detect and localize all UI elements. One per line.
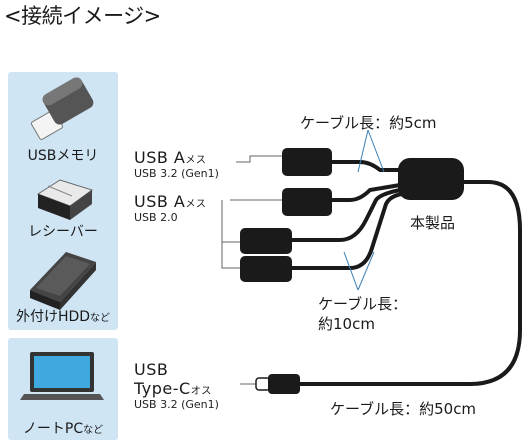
port2-label: USB Aメス USB 2.0 [134, 192, 206, 224]
laptop-label: ノートPCなど [9, 418, 117, 438]
port1-label: USB Aメス USB 3.2 (Gen1) [134, 148, 219, 180]
typec-title-suffix: オス [190, 386, 212, 397]
usb-memory-label: USBメモリ [27, 148, 99, 164]
usb-a-port-4 [240, 256, 292, 282]
cable-length-10cm: ケーブル長： 約10cm [318, 294, 407, 334]
type-c-plug-icon [255, 374, 300, 394]
port2-spec: USB 2.0 [134, 211, 178, 224]
typec-title-line1: USB [134, 360, 169, 379]
port1-spec: USB 3.2 (Gen1) [134, 167, 219, 180]
connector-leader-lines [221, 155, 282, 385]
typec-label: USB Type-Cオス USB 3.2 (Gen1) [134, 360, 219, 411]
hdd-label-main: 外付けHDD [15, 309, 91, 325]
cable-length-50cm: ケーブル長：約50cm [330, 400, 477, 418]
port2-title-suffix: メス [185, 199, 207, 210]
cable-length-10cm-line2: 約10cm [318, 315, 375, 333]
product-label: 本製品 [410, 214, 456, 232]
laptop-label-suffix: など [83, 425, 104, 436]
usb-a-port-2 [282, 188, 332, 216]
typec-spec: USB 3.2 (Gen1) [134, 398, 219, 411]
receiver-label: レシーバー [28, 224, 98, 240]
port2-title: USB A [134, 192, 186, 211]
hub-body [398, 158, 464, 200]
hdd-label: 外付けHDDなど [9, 306, 117, 326]
port1-title: USB A [134, 148, 186, 167]
cable-length-10cm-line1: ケーブル長： [318, 295, 408, 313]
cables [288, 160, 522, 386]
hdd-label-suffix: など [90, 313, 111, 324]
laptop-label-main: ノートPC [22, 421, 84, 437]
port1-title-suffix: メス [185, 155, 207, 166]
hdd-icon [30, 252, 96, 310]
callout-leader-lines [343, 129, 385, 291]
typec-title-line2: Type-C [134, 379, 191, 398]
receiver-icon [36, 179, 94, 220]
usb-memory-icon [30, 77, 94, 140]
page-title: <接続イメージ> [4, 4, 161, 28]
usb-a-port-1 [282, 148, 332, 176]
usb-a-port-3 [240, 228, 292, 254]
laptop-icon [20, 352, 104, 400]
cable-length-5cm: ケーブル長：約5cm [300, 114, 437, 132]
